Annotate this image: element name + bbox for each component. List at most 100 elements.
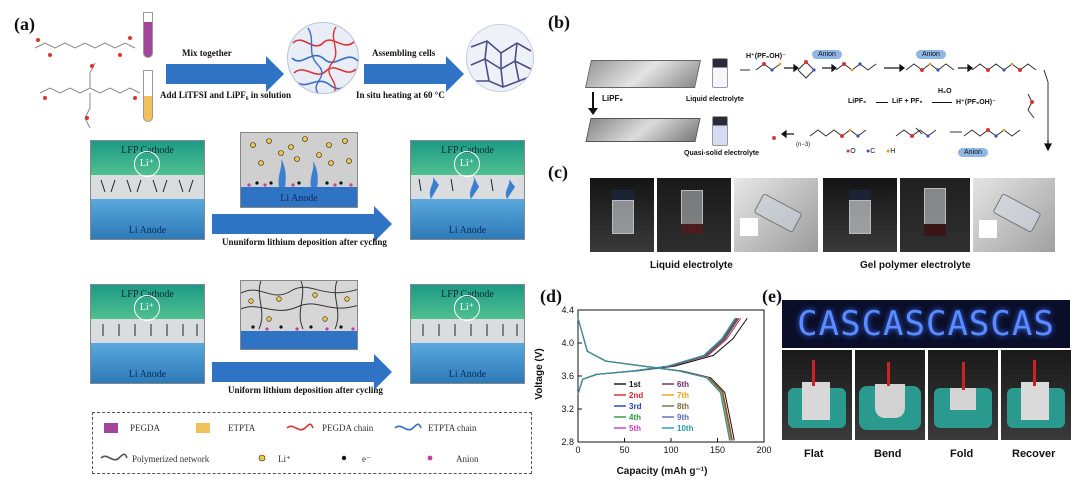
legend-label-7th: 7th (677, 391, 689, 400)
arrow1-bottom-label: Add LiTFSI and LiPF₆ in solution (160, 90, 291, 100)
charge-curve-10th (577, 317, 736, 395)
network-swatch (100, 453, 128, 461)
arrow2-top-label: Assembling cells (372, 48, 436, 58)
dendrite-anode-label: Li Anode (280, 193, 318, 204)
legend-label-10th: 10th (677, 424, 694, 433)
photo-gel-tilted (973, 178, 1055, 252)
legend-anion: Anion (456, 454, 479, 464)
reaction-water: H₂O (938, 88, 952, 95)
caption-recover: Recover (1012, 448, 1056, 460)
x-axis-label: Capacity (mAh g⁻¹) (617, 466, 708, 477)
photo-liquid-vial (590, 178, 654, 252)
legend-label-8th: 8th (677, 402, 689, 411)
cathode-label-4: LFP Cathode (441, 289, 494, 300)
cell-initial-bottom: LFP Cathode Li⁺ Li Anode (90, 284, 205, 384)
cathode-label-2: LFP Cathode (441, 145, 494, 156)
y-tick-label: 4.0 (561, 338, 574, 348)
liquid-electrolyte-label: Liquid electrolyte (686, 96, 744, 103)
vial-liquid (712, 58, 728, 88)
caption-gel: Gel polymer electrolyte (860, 260, 971, 271)
panel-d-label: (d) (540, 286, 562, 306)
arrow2-bottom-label: In situ heating at 60 °C (356, 90, 445, 100)
anode-label-2: Li Anode (448, 225, 487, 236)
assemble-arrow (364, 56, 464, 92)
cathode-label: LFP Cathode (121, 145, 174, 156)
li-ion-circle-2: Li⁺ (454, 151, 480, 177)
photo-liquid-inverted (657, 178, 731, 252)
anion-bubble-3: Anion (958, 148, 988, 157)
panel-b-label: (b) (548, 12, 570, 32)
panel-a-legend (92, 412, 532, 474)
caption-flat: Flat (804, 448, 824, 460)
led-banner: CASCASCASCAS (782, 300, 1070, 348)
atom-legend-c: ●C (866, 148, 876, 155)
x-tick-label: 200 (756, 445, 771, 455)
legend-electron: e⁻ (362, 454, 371, 464)
x-tick-label: 0 (575, 445, 580, 455)
polymerization-scheme (740, 60, 1052, 152)
caption-bend: Bend (874, 448, 902, 460)
legend-etpta-chain: ETPTA chain (428, 423, 477, 433)
anode-label-4: Li Anode (448, 369, 487, 380)
arrow1-top-label: Mix together (182, 48, 232, 58)
n-label: (n−3) (796, 142, 811, 148)
cathode-label-3: LFP Cathode (121, 289, 174, 300)
dendrite-zoom: Li Anode (240, 132, 358, 208)
etpta-swatch (196, 423, 210, 433)
electron-swatch (341, 455, 347, 461)
photo-gel-vial (823, 178, 897, 252)
photo-flat (782, 350, 852, 440)
pegda-tube (143, 12, 153, 58)
x-tick-label: 50 (619, 445, 629, 455)
legend-label-5th: 5th (629, 424, 641, 433)
photo-bend (855, 350, 925, 440)
legend-network: Polymerized network (132, 454, 210, 464)
pouch-cell-quasi (585, 118, 701, 142)
legend-label-2nd: 2nd (629, 391, 643, 400)
legend-li: Li⁺ (278, 454, 291, 464)
lipf6-label: LiPF₆ (602, 94, 623, 103)
photo-fold (928, 350, 998, 440)
panel-c-label: (c) (548, 162, 568, 182)
legend-label-3rd: 3rd (629, 402, 642, 411)
legend-pegda: PEGDA (130, 423, 161, 433)
panel-a-label: (a) (14, 14, 35, 34)
charge-curve-3rd (577, 317, 740, 395)
atom-legend-o: ●O (846, 148, 856, 155)
li-ion-circle-4: Li⁺ (454, 295, 480, 321)
photo-gel-inverted (900, 178, 970, 252)
legend-label-6th: 6th (677, 380, 689, 389)
y-tick-label: 3.2 (561, 404, 574, 414)
photo-recover (1001, 350, 1071, 440)
mixed-solution-sphere (287, 22, 359, 94)
reaction-lhs: LiPF₆ (848, 98, 867, 105)
led-banner-text: CASCASCASCAS (797, 304, 1055, 344)
legend-label-9th: 9th (677, 413, 689, 422)
plot-frame (577, 309, 765, 443)
y-axis-label: Voltage (V) (534, 348, 545, 399)
li-ion-circle: Li⁺ (134, 151, 160, 177)
anode-label: Li Anode (128, 225, 167, 236)
anion-bubble-2: Anion (916, 50, 946, 59)
etpta-chain-swatch (394, 423, 422, 431)
cell-after-uniform: LFP Cathode Li⁺ Li Anode (410, 284, 525, 384)
anode-label-3: Li Anode (128, 369, 167, 380)
discharge-curve-10th (577, 318, 731, 441)
reaction-rhs: H⁺(PF₅OH)⁻ (956, 99, 996, 106)
discharge-curve-8th (577, 318, 731, 441)
uniform-caption: Uniform lithium deposition after cycling (228, 385, 383, 395)
vial-quasi (712, 116, 728, 146)
x-tick-label: 150 (710, 445, 725, 455)
quasi-solid-label: Quasi-solid electrolyte (684, 150, 760, 157)
legend-etpta: ETPTA (228, 423, 256, 433)
legend-label-4th: 4th (629, 413, 641, 422)
polymer-network-sphere (466, 24, 534, 92)
uneven-caption: Ununiform lithium deposition after cycli… (222, 237, 387, 247)
li-ion-circle-3: Li⁺ (134, 295, 160, 321)
cell-after-uneven: LFP Cathode Li⁺ Li Anode (410, 140, 525, 240)
y-tick-label: 3.6 (561, 371, 574, 381)
photo-liquid-tilted (734, 178, 818, 252)
cell-initial-top: LFP Cathode Li⁺ Li Anode (90, 140, 205, 240)
y-tick-label: 2.8 (561, 437, 574, 447)
